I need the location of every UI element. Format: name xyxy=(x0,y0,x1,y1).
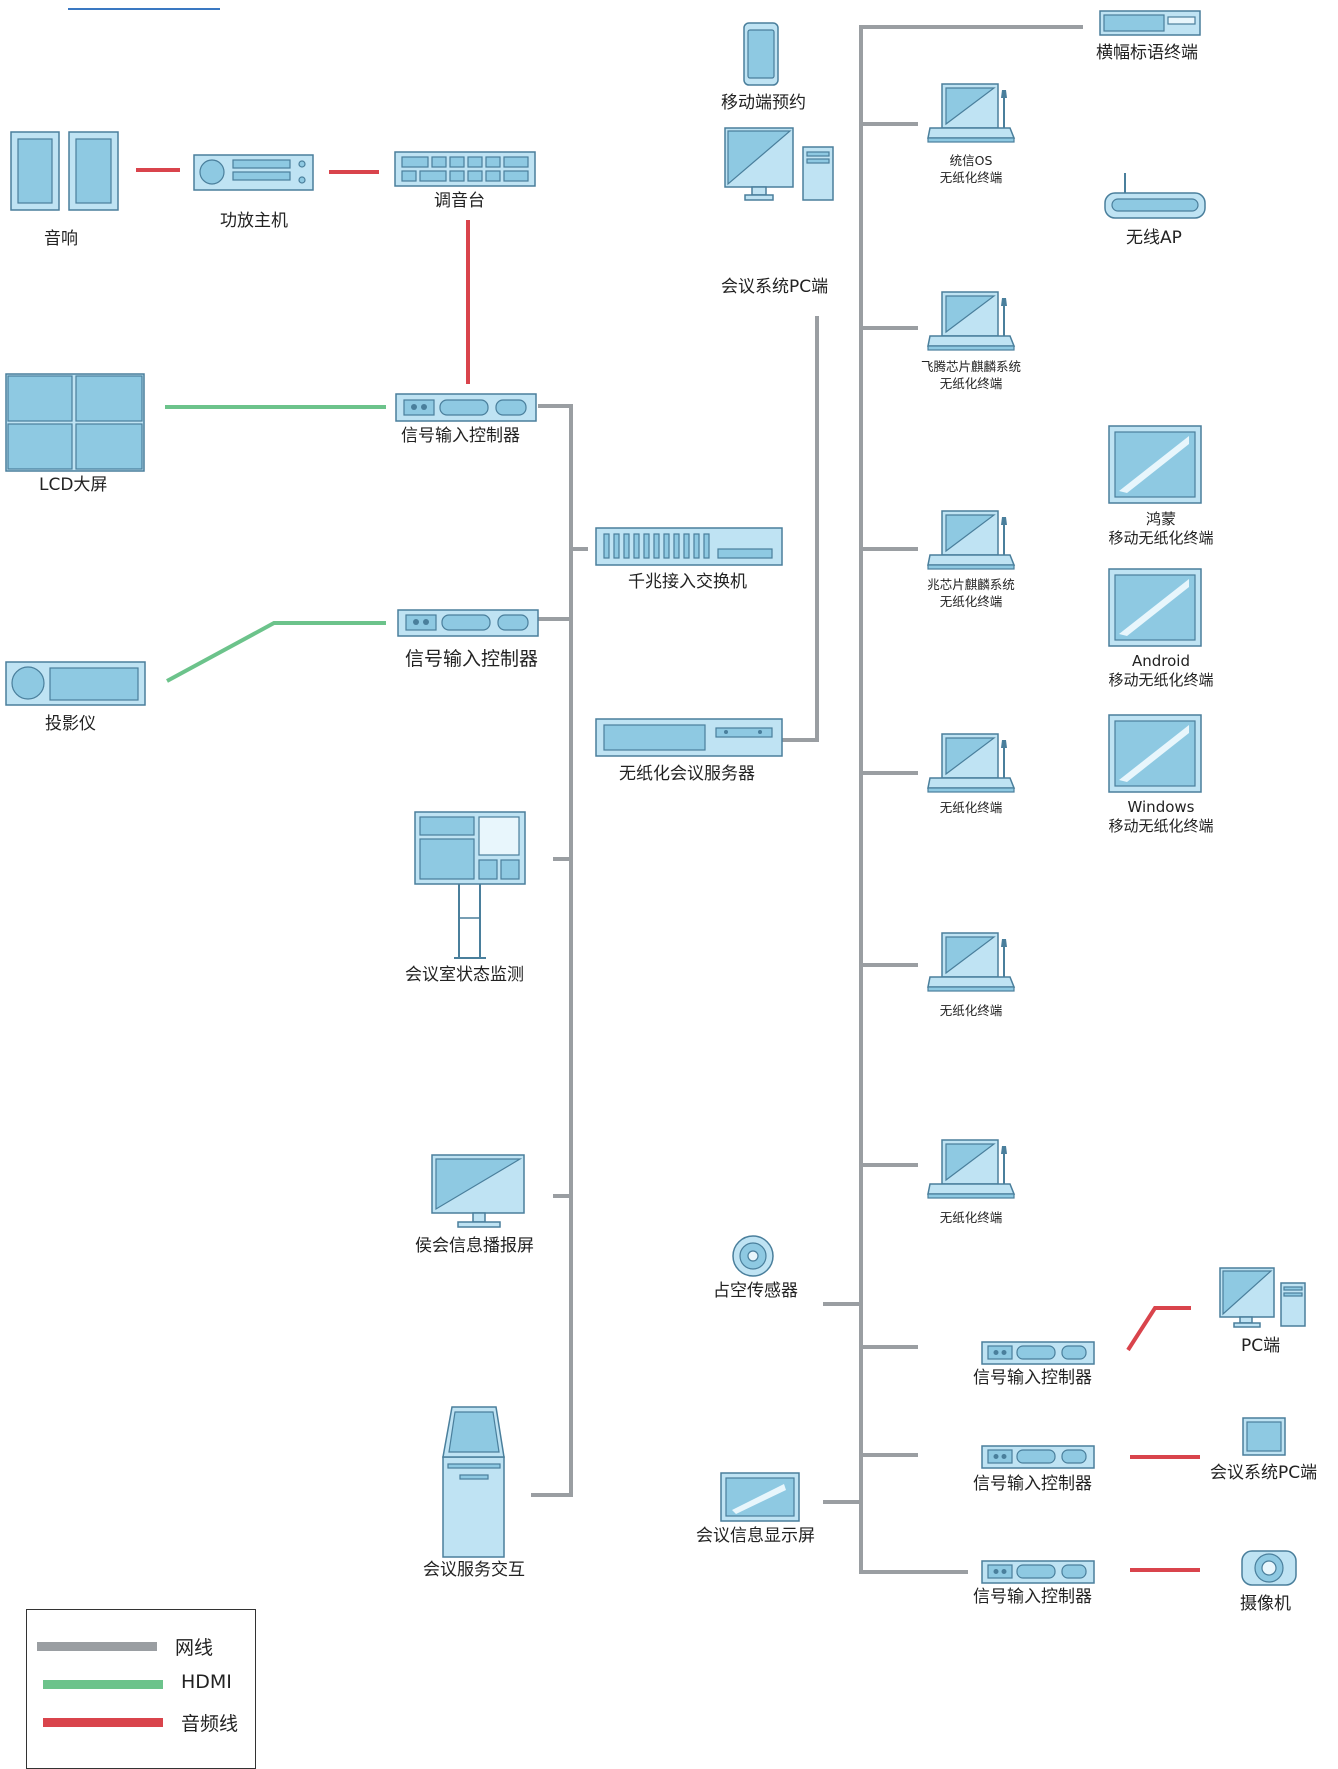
room-monitor-icon xyxy=(414,811,526,959)
tab-android-line2: 移动无纸化终端 xyxy=(1108,670,1214,689)
term-zhaoxin-line2: 无纸化终端 xyxy=(939,593,1003,609)
tab-windows-label: Windows 移动无纸化终端 xyxy=(1096,798,1226,836)
tablet-hongmeng-icon xyxy=(1108,425,1202,504)
laptop-plain-2-icon xyxy=(927,932,1015,992)
tab-hongmeng-label: 鸿蒙 移动无纸化终端 xyxy=(1096,510,1226,548)
controller-2-label: 信号输入控制器 xyxy=(405,648,539,670)
term-tongxin-line1: 统信OS xyxy=(949,153,993,168)
term-tongxin-line2: 无纸化终端 xyxy=(939,169,1003,185)
controller-1-icon xyxy=(395,393,537,422)
tab-android-label: Android 移动无纸化终端 xyxy=(1096,652,1226,690)
pc-client-label: 会议系统PC端 xyxy=(721,277,829,297)
term-zhaoxin-line1: 兆芯片麒麟系统 xyxy=(927,577,1015,592)
term-plain-3-label: 无纸化终端 xyxy=(939,1210,1003,1225)
network-lines xyxy=(531,25,1083,1574)
lcd-wall-icon xyxy=(5,373,145,472)
mixer-icon xyxy=(394,151,536,187)
term-feiteng-line1: 飞腾芯片麒麟系统 xyxy=(920,359,1021,374)
controller-1-label: 信号输入控制器 xyxy=(401,426,520,446)
laptop-plain-1-icon xyxy=(927,733,1015,793)
speaker-label: 音响 xyxy=(44,229,78,249)
link-server-pc xyxy=(782,316,819,742)
legend-swatch-network xyxy=(37,1642,157,1651)
controller-r2-icon xyxy=(981,1445,1095,1469)
mobile-phone-icon xyxy=(743,22,779,86)
controller-2-icon xyxy=(397,609,539,637)
switch-icon xyxy=(595,527,783,566)
waiting-screen-label: 侯会信息播报屏 xyxy=(415,1236,534,1256)
controller-r1-label: 信号输入控制器 xyxy=(973,1368,1092,1388)
term-feiteng-label: 飞腾芯片麒麟系统 无纸化终端 xyxy=(910,359,1032,393)
info-display-icon xyxy=(720,1472,800,1522)
legend-label-network: 网线 xyxy=(175,1637,214,1659)
info-display-label: 会议信息显示屏 xyxy=(696,1526,815,1546)
projector-label: 投影仪 xyxy=(45,714,96,734)
term-plain-2-label: 无纸化终端 xyxy=(939,1003,1003,1018)
room-monitor-label: 会议室状态监测 xyxy=(405,965,524,985)
tab-windows-line1: Windows xyxy=(1127,798,1195,816)
laptop-zhaoxin-icon xyxy=(927,510,1015,570)
controller-r1-icon xyxy=(981,1341,1095,1365)
term-zhaoxin-label: 兆芯片麒麟系统 无纸化终端 xyxy=(910,577,1032,611)
pc-client-2-icon xyxy=(1242,1417,1286,1456)
occupancy-sensor-icon xyxy=(732,1235,774,1277)
pc-client-2-label: 会议系统PC端 xyxy=(1210,1463,1318,1483)
banner-terminal-label: 横幅标语终端 xyxy=(1096,43,1198,63)
tablet-android-icon xyxy=(1108,568,1202,647)
legend-label-hdmi: HDMI xyxy=(181,1671,232,1693)
laptop-terminal-icon xyxy=(927,83,1016,143)
legend-swatch-hdmi xyxy=(43,1680,163,1689)
amplifier-icon xyxy=(193,154,314,191)
mobile-booking-label: 移动端预约 xyxy=(721,93,806,113)
service-kiosk-label: 会议服务交互 xyxy=(423,1560,525,1580)
laptop-plain-3-icon xyxy=(927,1139,1015,1199)
tablet-windows-icon xyxy=(1108,714,1202,793)
server-icon xyxy=(595,718,783,757)
pc-end-icon xyxy=(1219,1267,1306,1328)
desktop-pc-icon xyxy=(724,127,834,201)
tab-android-line1: Android xyxy=(1132,652,1190,670)
camera-icon xyxy=(1241,1550,1297,1586)
occupancy-sensor-label: 占空传感器 xyxy=(713,1281,798,1301)
waiting-screen-icon xyxy=(431,1154,525,1228)
legend: 网线 HDMI 音频线 xyxy=(26,1609,256,1769)
service-kiosk-icon xyxy=(442,1406,505,1558)
term-plain-1-label: 无纸化终端 xyxy=(939,800,1003,815)
tab-windows-line2: 移动无纸化终端 xyxy=(1108,816,1214,835)
lcd-label: LCD大屏 xyxy=(39,475,108,495)
switch-label: 千兆接入交换机 xyxy=(628,572,747,592)
amplifier-label: 功放主机 xyxy=(220,211,288,231)
controller-r3-icon xyxy=(981,1560,1095,1584)
tab-hongmeng-line1: 鸿蒙 xyxy=(1145,510,1176,528)
legend-item-hdmi: HDMI xyxy=(27,1671,255,1697)
camera-label: 摄像机 xyxy=(1240,1594,1291,1614)
top-underline-decoration xyxy=(68,8,220,10)
wireless-ap-label: 无线AP xyxy=(1126,228,1182,248)
legend-swatch-audio xyxy=(43,1718,163,1727)
laptop-feiteng-icon xyxy=(927,291,1015,351)
tab-hongmeng-line2: 移动无纸化终端 xyxy=(1108,528,1214,547)
pc-end-label: PC端 xyxy=(1241,1336,1281,1356)
mixer-label: 调音台 xyxy=(434,191,485,211)
projector-icon xyxy=(5,661,146,706)
controller-r2-label: 信号输入控制器 xyxy=(973,1474,1092,1494)
banner-terminal-icon xyxy=(1099,10,1201,36)
wireless-ap-icon xyxy=(1104,173,1206,219)
term-feiteng-line2: 无纸化终端 xyxy=(939,375,1003,391)
speaker-icon xyxy=(10,131,119,211)
legend-label-audio: 音频线 xyxy=(181,1713,239,1735)
legend-item-audio: 音频线 xyxy=(27,1709,255,1735)
term-tongxin-label: 统信OS 无纸化终端 xyxy=(918,153,1024,187)
legend-item-network: 网线 xyxy=(27,1633,255,1659)
audio-controller-pc xyxy=(1126,1306,1191,1352)
hdmi-projector-controller xyxy=(166,621,386,683)
controller-r3-label: 信号输入控制器 xyxy=(973,1587,1092,1607)
audio-lines xyxy=(136,168,1200,1572)
server-label: 无纸化会议服务器 xyxy=(619,764,755,784)
hdmi-lines xyxy=(165,405,386,683)
